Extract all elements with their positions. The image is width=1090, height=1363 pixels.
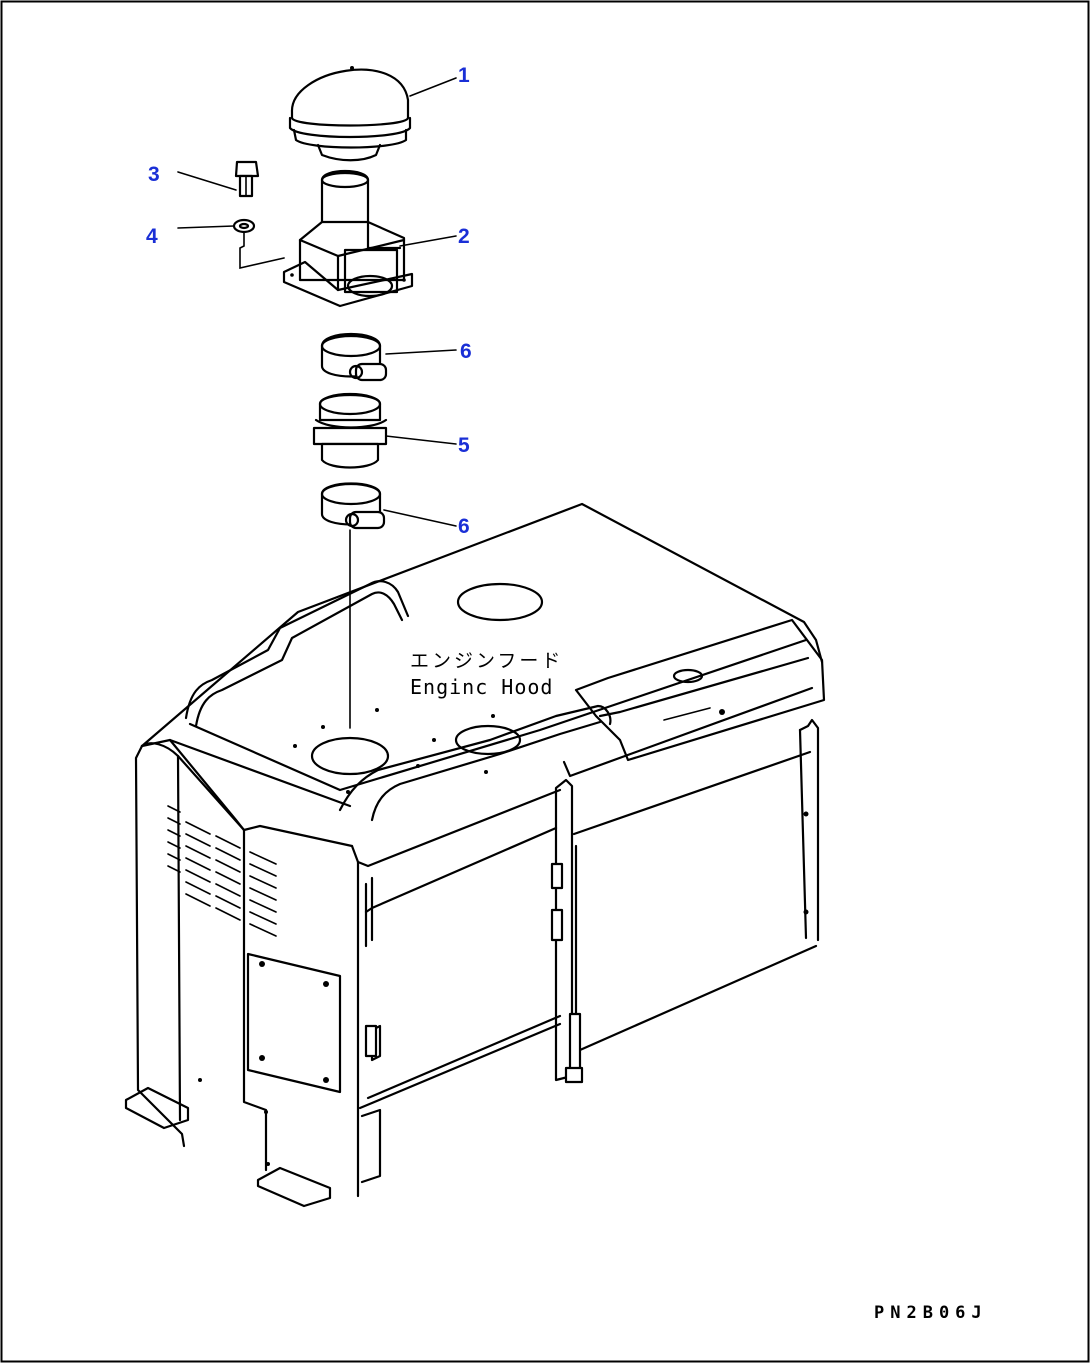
louver-left <box>167 805 277 937</box>
callout-6-upper: 6 <box>460 340 472 363</box>
hood-label-jp: エンジンフード <box>410 650 563 672</box>
elbow-cover-part <box>282 170 414 308</box>
access-panel <box>246 952 342 1094</box>
callout-6-lower: 6 <box>458 515 470 538</box>
clamp-lower-part <box>320 482 386 530</box>
hood-label-en: Enginc Hood <box>410 675 553 699</box>
bolt-part <box>234 160 260 198</box>
callout-3: 3 <box>148 163 160 186</box>
hose-part <box>312 392 388 469</box>
engine-hood <box>124 502 826 1208</box>
callout-5: 5 <box>458 434 470 457</box>
callout-4: 4 <box>146 225 158 248</box>
callout-2: 2 <box>458 225 470 248</box>
precleaner-cap-part <box>288 66 412 162</box>
drawing-code: PN2B06J <box>874 1303 988 1323</box>
clamp-upper-part <box>320 332 388 382</box>
assembly-line-bolt <box>239 231 285 270</box>
callout-1: 1 <box>458 64 470 87</box>
washer-part <box>232 218 256 234</box>
leader-lines <box>177 77 457 527</box>
